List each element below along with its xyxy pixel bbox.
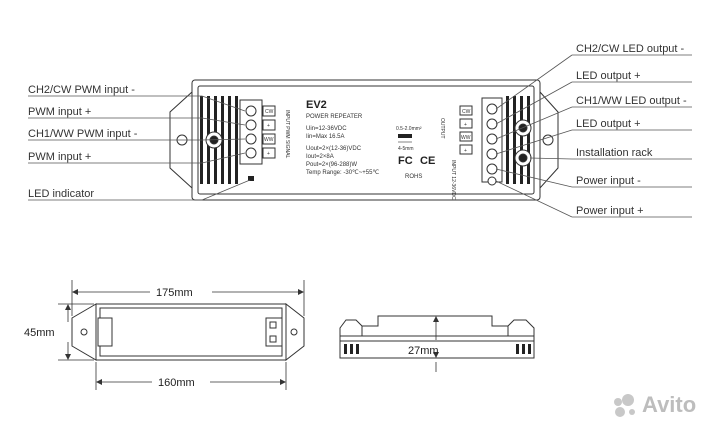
dim-length-body: 160mm bbox=[158, 377, 195, 389]
callout-pwm-input-plus: PWM input + bbox=[28, 151, 91, 163]
plan-view-dimension-lines bbox=[58, 280, 305, 390]
right-flange-hole bbox=[542, 134, 554, 146]
callout-power-input-minus: Power input - bbox=[576, 175, 641, 187]
spec-iin: Iin=Max 16.5A bbox=[306, 134, 345, 140]
callout-ch2-pwm-input-minus: CH2/CW PWM input - bbox=[28, 84, 135, 96]
device-model: EV2 bbox=[306, 99, 327, 111]
output-tag-plus: + bbox=[464, 122, 467, 128]
watermark-logo: Avito bbox=[614, 392, 696, 417]
device-type: POWER REPEATER bbox=[306, 114, 363, 120]
callout-ch1-pwm-input-minus: CH1/WW PWM input - bbox=[28, 128, 138, 140]
plan-view-dimension-labels: 175mm 160mm 45mm bbox=[24, 287, 195, 389]
output-tag-plus: + bbox=[464, 148, 467, 154]
fc-mark: FC bbox=[398, 155, 413, 167]
wire-size-label: 0.5-2.0mm² bbox=[396, 126, 422, 132]
plan-view-drawing bbox=[71, 302, 305, 362]
callout-power-input-plus: Power input + bbox=[576, 205, 644, 217]
input-block-label: INPUT PWM SIGNAL bbox=[284, 110, 290, 158]
dim-width: 45mm bbox=[24, 327, 55, 339]
rack-screw-icon bbox=[205, 131, 223, 149]
output-block-label: OUTPUT bbox=[439, 118, 445, 139]
callout-led-output-plus: LED output + bbox=[576, 118, 641, 130]
output-tag-cw: CW bbox=[462, 109, 471, 115]
spec-uin: Uin=12-36VDC bbox=[306, 126, 347, 132]
side-view-drawing bbox=[339, 315, 535, 359]
watermark-text: Avito bbox=[642, 392, 696, 417]
ce-mark: CE bbox=[420, 155, 435, 167]
dim-length-total: 175mm bbox=[156, 287, 193, 299]
callout-led-indicator: LED indicator bbox=[28, 188, 94, 200]
right-callouts bbox=[495, 54, 692, 218]
power-block-label: INPUT 12-36VDC bbox=[450, 160, 456, 200]
spec-temp: Temp Range: -30℃~+55℃ bbox=[306, 170, 379, 176]
spec-uout: Uout=2×(12-36)VDC bbox=[306, 146, 362, 152]
right-heatsink-fins bbox=[506, 96, 530, 184]
callout-pwm-input-plus: PWM input + bbox=[28, 106, 91, 118]
input-tag-cw: CW bbox=[265, 109, 274, 115]
device-top-view bbox=[169, 79, 559, 201]
left-callout-labels: CH2/CW PWM input - PWM input + CH1/WW PW… bbox=[28, 84, 138, 200]
right-callout-labels: CH2/CW LED output - LED output + CH1/WW … bbox=[576, 43, 687, 217]
left-callouts bbox=[28, 95, 251, 201]
rack-screw-icon bbox=[514, 149, 532, 167]
spec-pout: Pout=2×(96-288)W bbox=[306, 162, 357, 168]
strip-length-label: 4-5mm bbox=[398, 146, 414, 152]
device-labels: EV2 POWER REPEATER Uin=12-36VDC Iin=Max … bbox=[264, 99, 471, 200]
input-tag-ww: WW bbox=[264, 137, 274, 143]
input-tag-plus: + bbox=[267, 151, 270, 157]
spec-iout: Iout=2×8A bbox=[306, 154, 334, 160]
input-terminal-block bbox=[239, 99, 263, 165]
input-tag-plus: + bbox=[267, 123, 270, 129]
led-indicator-icon bbox=[248, 176, 254, 181]
callout-ch2-led-output-minus: CH2/CW LED output - bbox=[576, 43, 685, 55]
output-terminal-screws bbox=[486, 103, 498, 186]
input-terminal-screws bbox=[245, 105, 257, 159]
callout-led-output-plus: LED output + bbox=[576, 70, 641, 82]
callout-installation-rack: Installation rack bbox=[576, 147, 653, 159]
side-view-dimension-lines bbox=[433, 316, 439, 372]
dim-height: 27mm bbox=[408, 345, 439, 357]
wire-strip-icon bbox=[398, 134, 412, 138]
callout-ch1-led-output-minus: CH1/WW LED output - bbox=[576, 95, 687, 107]
avito-dots-icon bbox=[614, 394, 635, 417]
rohs-mark: ROHS bbox=[405, 174, 422, 180]
output-tag-ww: WW bbox=[461, 135, 471, 141]
